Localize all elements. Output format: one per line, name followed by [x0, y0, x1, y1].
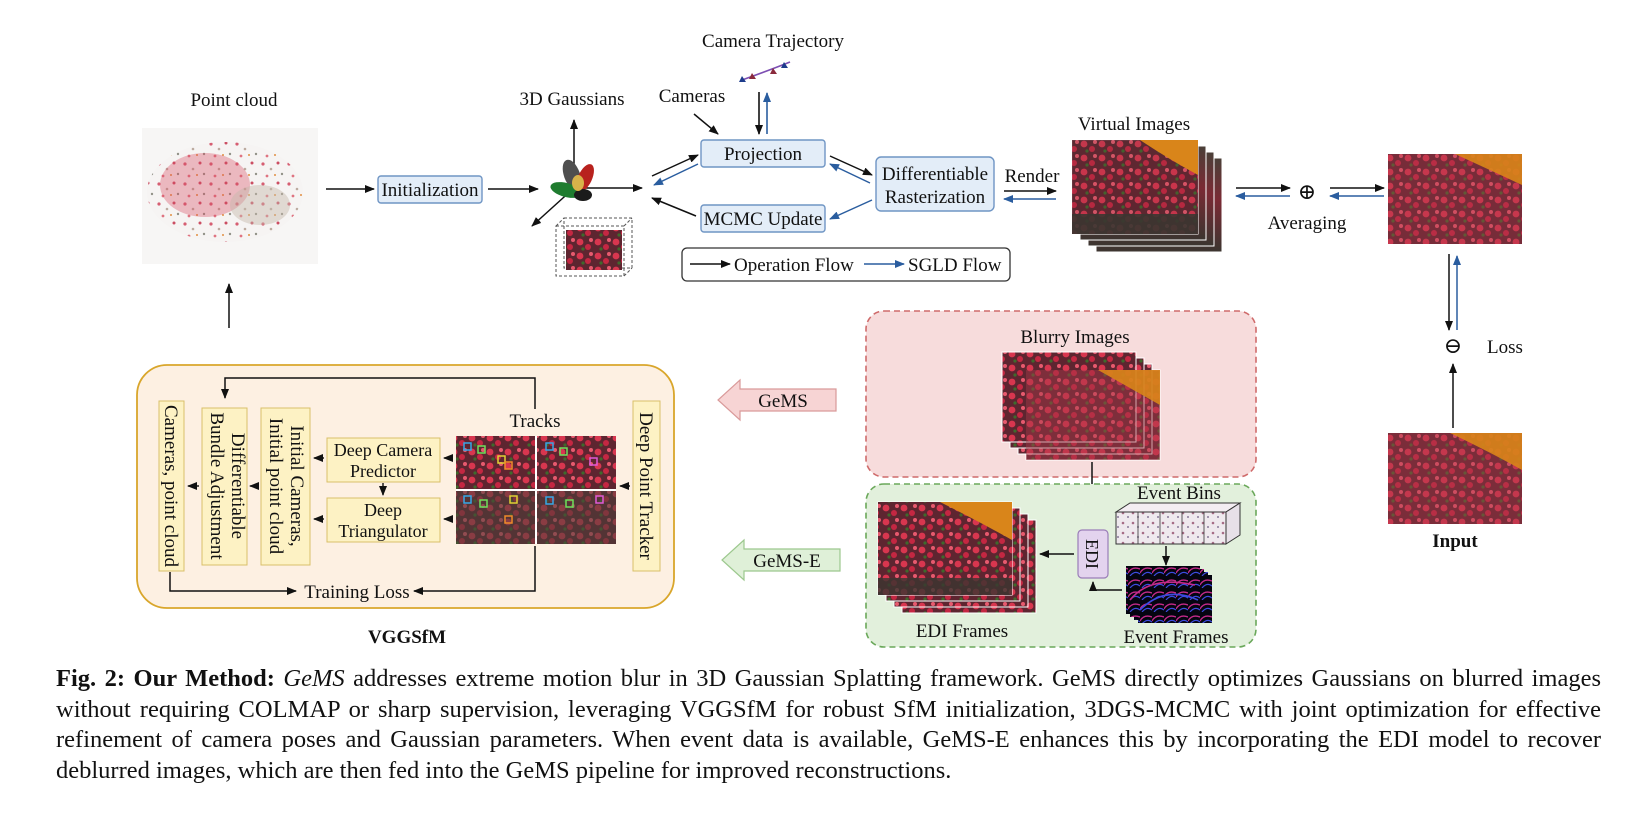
arrow-right-training	[413, 546, 536, 595]
arrow-projection-to-raster	[829, 155, 873, 176]
point-cloud-label: Point cloud	[190, 90, 278, 111]
deep-point-tracker-box	[632, 400, 661, 572]
projection-label: Projection	[724, 144, 803, 165]
gaussian-cube-thumbnail	[555, 217, 633, 277]
deep-triangulator-label-1: Deep	[364, 500, 402, 520]
edi-frames-label: EDI Frames	[916, 621, 1008, 642]
caption-label: Fig. 2: Our Method:	[56, 665, 275, 692]
method-diagram: Point cloud Initialization 3D Gaussians …	[136, 31, 1523, 648]
render-label: Render	[1005, 166, 1061, 187]
projection-box	[700, 139, 826, 168]
gems-arrow: GeMS	[717, 378, 837, 422]
loss-symbol: ⊖	[1444, 333, 1462, 358]
gaussians-label: 3D Gaussians	[519, 89, 624, 110]
caption-method: GeMS	[283, 665, 345, 692]
virtual-images-stack	[1071, 139, 1223, 253]
arrow-raster-to-mcmc-sgld	[829, 199, 873, 220]
svg-text:GeMS-E: GeMS-E	[753, 551, 821, 572]
input-image	[1388, 433, 1522, 524]
initial-cameras-label-2: Initial point cloud	[265, 418, 286, 555]
legend-sgld-label: SGLD Flow	[908, 255, 1002, 276]
averaging-label: Averaging	[1268, 213, 1347, 234]
training-loss-label: Training Loss	[304, 582, 409, 603]
deep-camera-label-2: Predictor	[350, 461, 416, 481]
bundle-adjustment-box	[201, 407, 248, 566]
diff-raster-box	[875, 156, 995, 212]
arrow-event-frames-to-edi	[1089, 581, 1122, 591]
arrow-left-training	[169, 572, 297, 595]
mcmc-update-label: MCMC Update	[704, 209, 823, 230]
edi-label: EDI	[1082, 539, 1102, 569]
gems-e-arrow: GeMS-E	[721, 538, 841, 582]
svg-text:GeMS: GeMS	[758, 391, 808, 412]
deep-camera-box	[326, 437, 441, 483]
cameras-pointcloud-label: Cameras, point cloud	[160, 405, 181, 567]
event-bins-icon	[1114, 502, 1242, 545]
deep-camera-label-1: Deep Camera	[334, 440, 432, 460]
arrow-raster-to-projection-sgld	[829, 163, 871, 184]
deep-triangulator-box	[326, 497, 441, 543]
mcmc-update-box	[700, 204, 826, 233]
initialization-box	[377, 175, 483, 204]
event-frames-label: Event Frames	[1123, 627, 1228, 648]
initial-cameras-label-1: Initial Cameras,	[286, 425, 307, 546]
edi-box	[1077, 529, 1109, 579]
bundle-adjustment-label-2: Bundle Adjustment	[206, 412, 227, 560]
edi-frames-stack	[877, 501, 1037, 614]
tracks-images	[456, 436, 616, 544]
blurry-images-stack	[1001, 351, 1161, 461]
legend-box	[681, 247, 1011, 282]
cameras-label: Cameras	[659, 86, 725, 107]
legend-operation-label: Operation Flow	[734, 255, 854, 276]
blurry-images-label: Blurry Images	[1020, 327, 1129, 348]
arrow-cameras-to-projection	[693, 113, 719, 135]
initial-cameras-box	[260, 407, 311, 566]
loss-label: Loss	[1487, 337, 1523, 358]
bundle-adjustment-label-1: Differentiable	[227, 433, 248, 539]
virtual-images-label: Virtual Images	[1078, 114, 1190, 135]
tracks-label: Tracks	[509, 411, 560, 432]
gaussians-glyph	[531, 119, 643, 227]
deep-point-tracker-label: Deep Point Tracker	[635, 412, 656, 560]
camera-trajectory-icon	[739, 61, 791, 82]
arrow-gauss-to-projection	[651, 154, 699, 177]
averaged-image	[1388, 154, 1522, 244]
arrow-projection-to-gauss-sgld	[653, 163, 699, 186]
averaging-symbol: ⊕	[1298, 179, 1316, 204]
vggsfm-title: VGGSfM	[368, 627, 446, 648]
input-label: Input	[1432, 531, 1478, 552]
diff-raster-label-1: Differentiable	[882, 164, 988, 185]
event-frames-stack	[1126, 566, 1212, 623]
camera-trajectory-label: Camera Trajectory	[702, 31, 844, 52]
cameras-pointcloud-box	[158, 400, 185, 572]
caption-text: addresses extreme motion blur in 3D Gaus…	[56, 665, 1601, 784]
point-cloud-image	[142, 128, 318, 264]
figure-caption: Fig. 2: Our Method: GeMS addresses extre…	[56, 664, 1601, 786]
diff-raster-label-2: Rasterization	[885, 187, 986, 208]
deep-triangulator-label-2: Triangulator	[338, 521, 427, 541]
arrow-mcmc-to-gauss	[651, 197, 697, 217]
initialization-label: Initialization	[381, 180, 479, 201]
event-bins-label: Event Bins	[1137, 483, 1221, 504]
arrow-top-loop	[221, 377, 536, 409]
